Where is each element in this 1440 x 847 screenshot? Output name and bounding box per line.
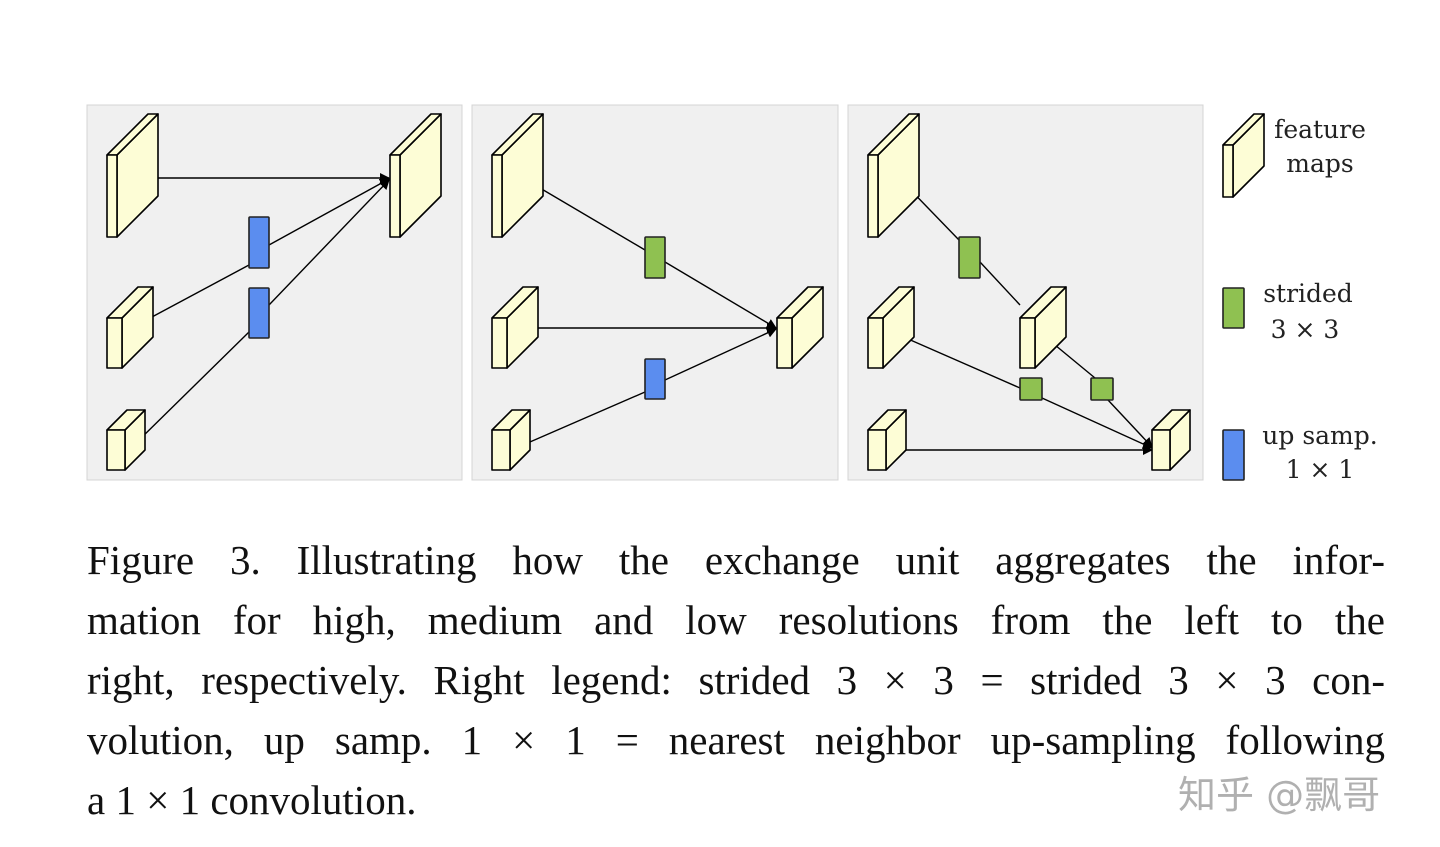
feature-map-face [389, 154, 401, 238]
caption-line: mation for high, medium and low resoluti… [87, 597, 1385, 643]
strided-conv-op [1019, 377, 1043, 401]
legend-upsamp-swatch [1222, 429, 1245, 481]
legend-strided-swatch [1222, 287, 1245, 329]
watermark: 知乎 @飘哥 [1178, 773, 1381, 817]
caption-line: a 1 × 1 convolution. [87, 777, 417, 823]
feature-map-block [106, 286, 154, 369]
up-sampling-op [644, 358, 666, 400]
caption-line: right, respectively. Right legend: strid… [87, 657, 1385, 703]
connector-line [136, 331, 250, 443]
feature-map-block [1222, 113, 1265, 198]
legend-strided-label-1: strided [1263, 279, 1353, 308]
up-sampling-op [248, 216, 270, 269]
feature-map-block [1151, 409, 1191, 471]
up-sampling-op [248, 287, 270, 339]
connector-line [979, 261, 1021, 306]
feature-map-block [106, 113, 159, 238]
feature-map-block [491, 113, 544, 238]
arrow [664, 261, 777, 329]
feature-map-face [776, 317, 793, 369]
feature-map-block [867, 286, 915, 369]
feature-map-face [491, 317, 508, 369]
connector-line [1054, 344, 1096, 379]
arrow [268, 179, 390, 306]
feature-map-block [867, 409, 907, 471]
legend-strided-label-2: 3 × 3 [1271, 315, 1340, 344]
legend-feature-maps-label-2: maps [1286, 149, 1353, 178]
feature-map-block [1019, 286, 1067, 369]
feature-map-block [776, 286, 824, 369]
strided-conv-op [1090, 377, 1114, 401]
feature-map-face [1019, 317, 1036, 369]
feature-map-face [106, 154, 118, 238]
feature-map-face [491, 429, 511, 471]
strided-conv-op [958, 236, 981, 279]
feature-map-face [1222, 144, 1234, 198]
feature-map-block [106, 409, 146, 471]
connector-line [522, 391, 646, 446]
arrow [268, 178, 390, 246]
feature-map-face [867, 317, 884, 369]
figure-caption: Figure 3. Illustrating how the exchange … [87, 530, 1385, 830]
arrow [1107, 399, 1153, 448]
strided-conv-op [644, 236, 666, 279]
legend-upsamp-label-1: up samp. [1262, 421, 1377, 450]
feature-map-block [867, 113, 920, 238]
caption-line: volution, up samp. 1 × 1 = nearest neigh… [87, 717, 1385, 763]
exchange-unit-diagram: feature maps strided 3 × 3 up samp. 1 × … [86, 104, 1378, 484]
feature-map-face [867, 429, 887, 471]
legend-upsamp-label-2: 1 × 1 [1286, 455, 1355, 484]
feature-map-block [389, 113, 442, 238]
feature-map-face [106, 317, 123, 369]
feature-map-face [491, 154, 503, 238]
feature-map-face [1151, 429, 1171, 471]
connector-line [136, 264, 250, 326]
legend-feature-maps-label-1: feature [1274, 115, 1366, 144]
arrow [1041, 397, 1153, 449]
feature-map-face [867, 154, 879, 238]
feature-map-face [106, 429, 126, 471]
feature-map-block [491, 409, 531, 471]
arrow [664, 328, 777, 381]
feature-map-block [491, 286, 539, 369]
caption-line: Figure 3. Illustrating how the exchange … [87, 537, 1385, 583]
connector-line [898, 334, 1021, 389]
